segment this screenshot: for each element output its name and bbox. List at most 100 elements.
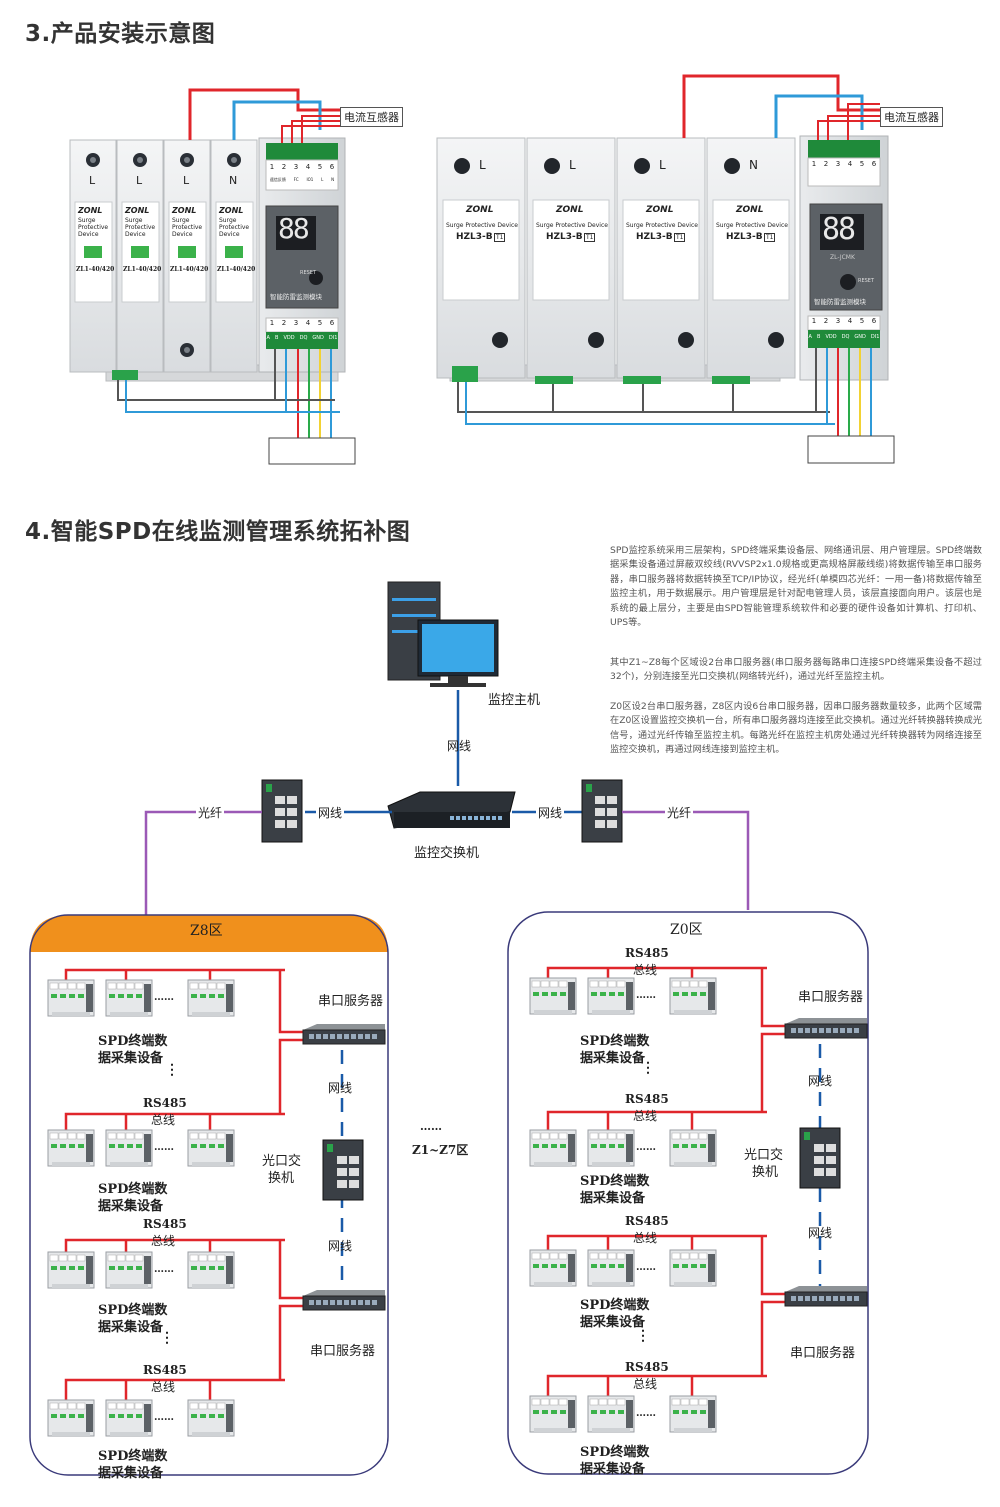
right-brand-4: ZONL xyxy=(736,205,764,215)
right-brand-3: ZONL xyxy=(646,205,674,215)
monitor-switch-icon xyxy=(387,791,516,829)
z0-bus-3: 总线 xyxy=(633,1231,658,1245)
z0-cable-label-1: 网线 xyxy=(808,1074,833,1088)
z0-rs485-2: RS485 xyxy=(625,1092,669,1106)
middle-zones-label: Z1~Z7区 xyxy=(412,1143,469,1157)
z8-title: Z8区 xyxy=(190,923,223,939)
z8-spd-label-1-a: SPD终端数 xyxy=(98,1034,168,1049)
right-module-text-2: Surge Protective Device xyxy=(536,222,608,229)
z8-rs485-2: RS485 xyxy=(143,1096,187,1110)
z8-spd-3-1 xyxy=(47,1251,95,1289)
z0-bus-1: 总线 xyxy=(633,963,658,977)
left-brand-2: ZONL xyxy=(125,206,150,215)
z0-title: Z0区 xyxy=(670,922,703,938)
right-module-label-2: L xyxy=(569,158,576,172)
z0-spd-dots-2: …… xyxy=(636,1142,656,1153)
right-brand-1: ZONL xyxy=(466,205,494,215)
z0-serial-server-2-label: 串口服务器 xyxy=(790,1346,856,1361)
right-model-1: HZL3-B xyxy=(456,232,493,242)
z8-spd-label-3-b: 据采集设备 xyxy=(98,1320,164,1335)
section4-heading: 4.智能SPD在线监测管理系统拓补图 xyxy=(25,519,411,545)
z0-serial-server-2-icon xyxy=(784,1286,868,1307)
z0-optical-switch-label-a: 光口交 xyxy=(744,1148,784,1163)
left-module-label-3: L xyxy=(183,174,190,187)
z0-bus-2: 总线 xyxy=(633,1109,658,1123)
z8-rs485-4: RS485 xyxy=(143,1363,187,1377)
current-sensor-label-right: 电流互感器 xyxy=(880,107,943,127)
monitor-host-icon xyxy=(387,581,499,687)
z8-spd-dots-4: …… xyxy=(154,1412,174,1423)
right-class-badge-3: T1 xyxy=(674,233,686,242)
middle-dots: …… xyxy=(420,1120,442,1133)
left-module-label-2: L xyxy=(136,174,143,187)
z0-spd-2-3 xyxy=(669,1129,717,1167)
z8-vdots-1: ⋮ xyxy=(165,1062,179,1078)
z8-spd-label-2-b: 据采集设备 xyxy=(98,1199,164,1214)
z0-spd-label-2-b: 据采集设备 xyxy=(580,1191,646,1206)
z8-serial-server-2-icon xyxy=(302,1290,386,1311)
right-class-badge-2: T1 xyxy=(584,233,596,242)
left-model-2: ZL1-40/420 xyxy=(123,266,162,273)
host-cable-label: 网线 xyxy=(447,739,472,753)
z8-cable-label-1: 网线 xyxy=(328,1081,353,1095)
z0-rs485-1: RS485 xyxy=(625,946,669,960)
z0-rs485-4: RS485 xyxy=(625,1360,669,1374)
z8-optical-switch-icon xyxy=(322,1139,364,1201)
z8-spd-3-3 xyxy=(187,1251,235,1289)
z0-spd-4-3 xyxy=(669,1395,717,1433)
section3-heading: 3.产品安装示意图 xyxy=(25,21,216,47)
left-reset: RESET xyxy=(300,270,317,276)
optical-converter-left-icon xyxy=(261,779,303,843)
right-class-badge-4: T1 xyxy=(764,233,776,242)
z0-spd-dots-4: …… xyxy=(636,1408,656,1419)
z0-optical-switch-icon xyxy=(799,1127,841,1189)
right-model-3: HZL3-B xyxy=(636,232,673,242)
z8-spd-label-3-a: SPD终端数 xyxy=(98,1303,168,1318)
z8-spd-1-2 xyxy=(105,979,153,1017)
z0-spd-label-3-a: SPD终端数 xyxy=(580,1298,650,1313)
right-reset: RESET xyxy=(858,278,875,284)
right-module-text-4: Surge Protective Device xyxy=(716,222,788,229)
z8-vdots-2: ⋮ xyxy=(160,1330,174,1346)
z0-spd-2-1 xyxy=(529,1129,577,1167)
z8-zone xyxy=(29,914,389,1476)
right-module-text-1: Surge Protective Device xyxy=(446,222,518,229)
z0-vdots-2: ⋮ xyxy=(636,1328,650,1344)
description-paragraph-1: SPD监控系统采用三层架构，SPD终端采集设备层、网络通讯层、用户管理层。SPD… xyxy=(610,545,982,629)
right-module-label-1: L xyxy=(479,158,486,172)
z8-spd-label-4-a: SPD终端数 xyxy=(98,1449,168,1464)
right-spd-device xyxy=(436,135,889,384)
z0-optical-switch-label-b: 换机 xyxy=(752,1165,779,1180)
cable-label-left: 网线 xyxy=(316,804,345,821)
left-model-3: ZL1-40/420 xyxy=(170,266,209,273)
right-collector-box xyxy=(807,435,895,464)
cable-label-right: 网线 xyxy=(536,804,565,821)
z0-spd-label-1-b: 据采集设备 xyxy=(580,1051,646,1066)
z0-spd-label-4-a: SPD终端数 xyxy=(580,1445,650,1460)
left-monitor-name: 智能防雷监测模块 xyxy=(270,293,322,301)
z0-spd-1-2 xyxy=(587,977,635,1015)
right-monitor-model: ZL-JCMK xyxy=(830,254,855,261)
current-sensor-label-left: 电流互感器 xyxy=(340,107,403,127)
z8-spd-dots-3: …… xyxy=(154,1264,174,1275)
left-display: 88 xyxy=(278,212,310,245)
z8-bus-4: 总线 xyxy=(151,1380,176,1394)
left-module-label-1: L xyxy=(89,174,96,187)
right-module-text-3: Surge Protective Device xyxy=(626,222,698,229)
host-label: 监控主机 xyxy=(488,693,541,708)
left-model-4: ZL1-40/420 xyxy=(217,266,256,273)
z8-spd-1-1 xyxy=(47,979,95,1017)
z8-serial-server-1-label: 串口服务器 xyxy=(318,994,384,1009)
z8-bus-2: 总线 xyxy=(151,1113,176,1127)
z0-spd-label-1-a: SPD终端数 xyxy=(580,1034,650,1049)
right-brand-2: ZONL xyxy=(556,205,584,215)
right-module-label-3: L xyxy=(659,158,666,172)
z0-spd-dots-1: …… xyxy=(636,990,656,1001)
z0-spd-label-3-b: 据采集设备 xyxy=(580,1315,646,1330)
